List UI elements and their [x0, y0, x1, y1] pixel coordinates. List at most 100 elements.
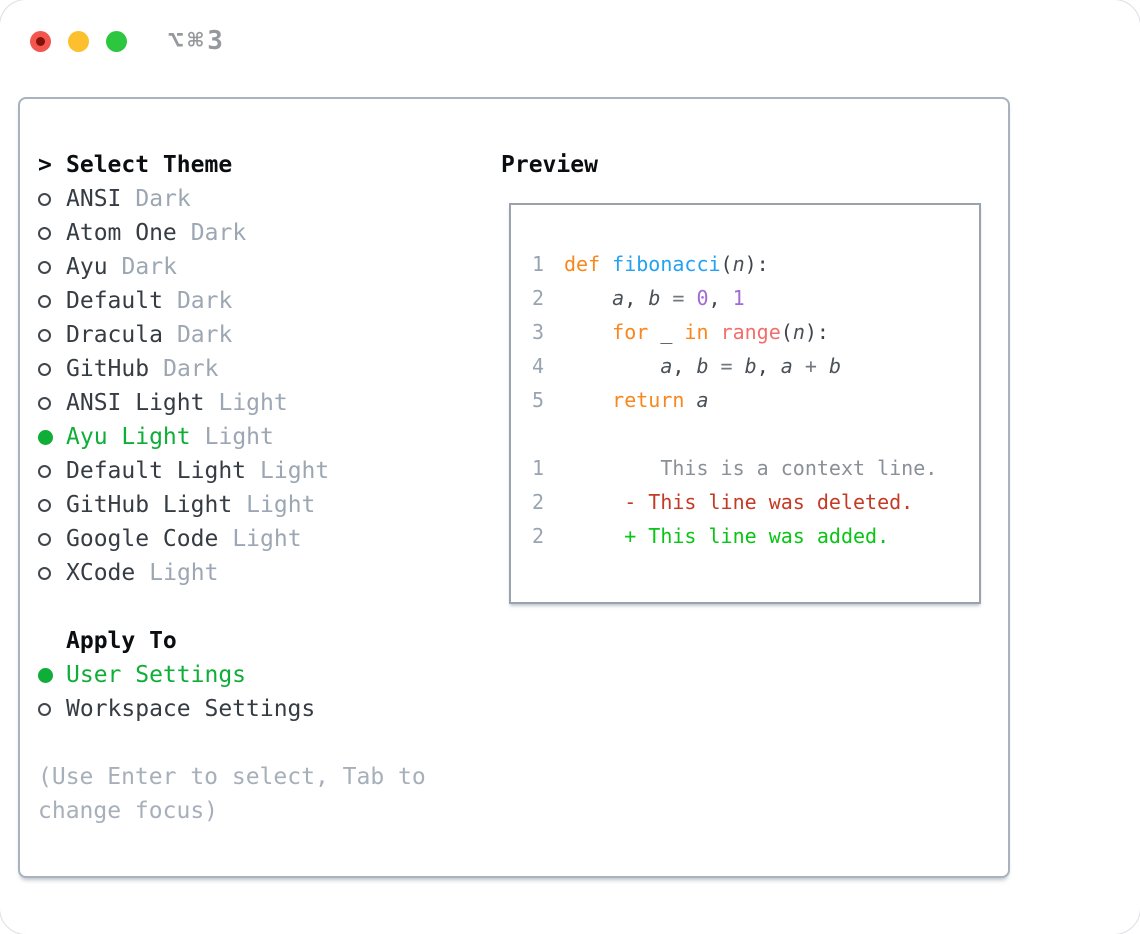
apply-option-workspace-settings[interactable]: Workspace Settings — [38, 692, 426, 726]
code-token: ( — [780, 320, 793, 344]
code-token: a — [660, 354, 673, 378]
code-token: a — [780, 354, 793, 378]
theme-name: ANSI — [66, 186, 122, 212]
line-number: 2 — [532, 286, 545, 310]
minimize-button[interactable] — [68, 30, 89, 52]
spacer — [38, 726, 426, 760]
radio-icon — [38, 702, 51, 716]
marker — [38, 294, 66, 308]
code-token: return — [612, 388, 685, 412]
radio-icon — [38, 226, 51, 240]
code-line: 4 a, b = b, a + b — [532, 349, 979, 383]
diff-line-added: 2 + This line was added. — [532, 519, 979, 553]
code-text: for _ in range(n): — [564, 315, 829, 349]
theme-name: GitHub Light — [66, 492, 233, 518]
apply-option-label: User Settings — [66, 662, 247, 688]
code-line: 2 a, b = 0, 1 — [532, 281, 979, 315]
code-token: in — [684, 320, 709, 344]
code-token: a — [612, 286, 625, 310]
spacer — [532, 417, 979, 451]
theme-name: Google Code — [66, 526, 219, 552]
radio-icon — [38, 192, 51, 206]
spacer — [38, 590, 426, 624]
theme-name: Default — [66, 288, 163, 314]
theme-variant: Light — [204, 424, 274, 450]
line-number: 4 — [532, 354, 545, 378]
code-token: b — [828, 354, 841, 378]
theme-variant: Dark — [190, 220, 247, 246]
theme-name: Ayu — [66, 254, 108, 280]
code-token: ): — [744, 252, 769, 276]
code-line: 3 for _ in range(n): — [532, 315, 979, 349]
apply-option-label: Workspace Settings — [66, 696, 316, 722]
theme-name: Dracula — [66, 322, 163, 348]
window-title: ⌥⌘3 — [168, 26, 227, 56]
theme-option-ansi[interactable]: ANSI Dark — [38, 182, 426, 216]
close-dot-icon — [36, 36, 45, 46]
theme-variant: Dark — [135, 186, 191, 212]
code-token: , — [672, 354, 697, 378]
titlebar: ⌥⌘3 — [30, 26, 227, 56]
theme-name: Default Light — [66, 458, 247, 484]
apply-option-user-settings[interactable]: User Settings — [38, 658, 426, 692]
diff-preview: 1 This is a context line.2 - This line w… — [532, 451, 979, 553]
theme-option-atom-one[interactable]: Atom One Dark — [38, 216, 426, 250]
code-text: def fibonacci(n): — [564, 247, 769, 281]
code-token: , — [708, 286, 733, 310]
line-number: 2 — [532, 524, 545, 548]
line-number: 5 — [532, 388, 545, 412]
radio-icon — [38, 294, 51, 308]
apply-to-header: Apply To — [38, 624, 426, 658]
zoom-button[interactable] — [106, 30, 127, 52]
radio-icon — [38, 532, 51, 546]
code-token: + — [792, 354, 829, 378]
theme-option-default[interactable]: Default Dark — [38, 284, 426, 318]
code-token — [564, 354, 660, 378]
marker — [38, 260, 66, 274]
code-token: , — [624, 286, 649, 310]
close-button[interactable] — [30, 30, 51, 52]
theme-option-google-code[interactable]: Google Code Light — [38, 522, 426, 556]
line-number: 1 — [532, 252, 545, 276]
select-theme-title: Select Theme — [66, 152, 233, 178]
code-token: fibonacci — [612, 252, 721, 276]
prompt-icon: > — [38, 152, 52, 178]
code-token — [709, 320, 721, 344]
radio-icon — [38, 362, 51, 376]
code-text: return a — [564, 383, 709, 417]
line-number: 1 — [532, 456, 545, 480]
code-token: range — [720, 320, 781, 344]
theme-name: Atom One — [66, 220, 177, 246]
marker — [38, 192, 66, 206]
diff-line-context: 1 This is a context line. — [532, 451, 979, 485]
code-token: ): — [804, 320, 829, 344]
theme-name: ANSI Light — [66, 390, 205, 416]
select-theme-header: > Select Theme — [38, 148, 426, 182]
theme-name: GitHub — [66, 356, 150, 382]
radio-icon — [38, 328, 51, 342]
code-token: a — [696, 388, 709, 412]
code-token: 0 — [696, 286, 709, 310]
radio-icon — [38, 566, 51, 580]
code-token: b — [744, 354, 757, 378]
code-text: a, b = b, a + b — [564, 349, 841, 383]
code-token: , — [756, 354, 781, 378]
code-line: 1 def fibonacci(n): — [532, 247, 979, 281]
marker — [38, 464, 66, 478]
theme-variant: Dark — [176, 288, 233, 314]
diff-line-deleted: 2 - This line was deleted. — [532, 485, 979, 519]
line-number: 2 — [532, 490, 545, 514]
theme-variant: Light — [232, 526, 302, 552]
